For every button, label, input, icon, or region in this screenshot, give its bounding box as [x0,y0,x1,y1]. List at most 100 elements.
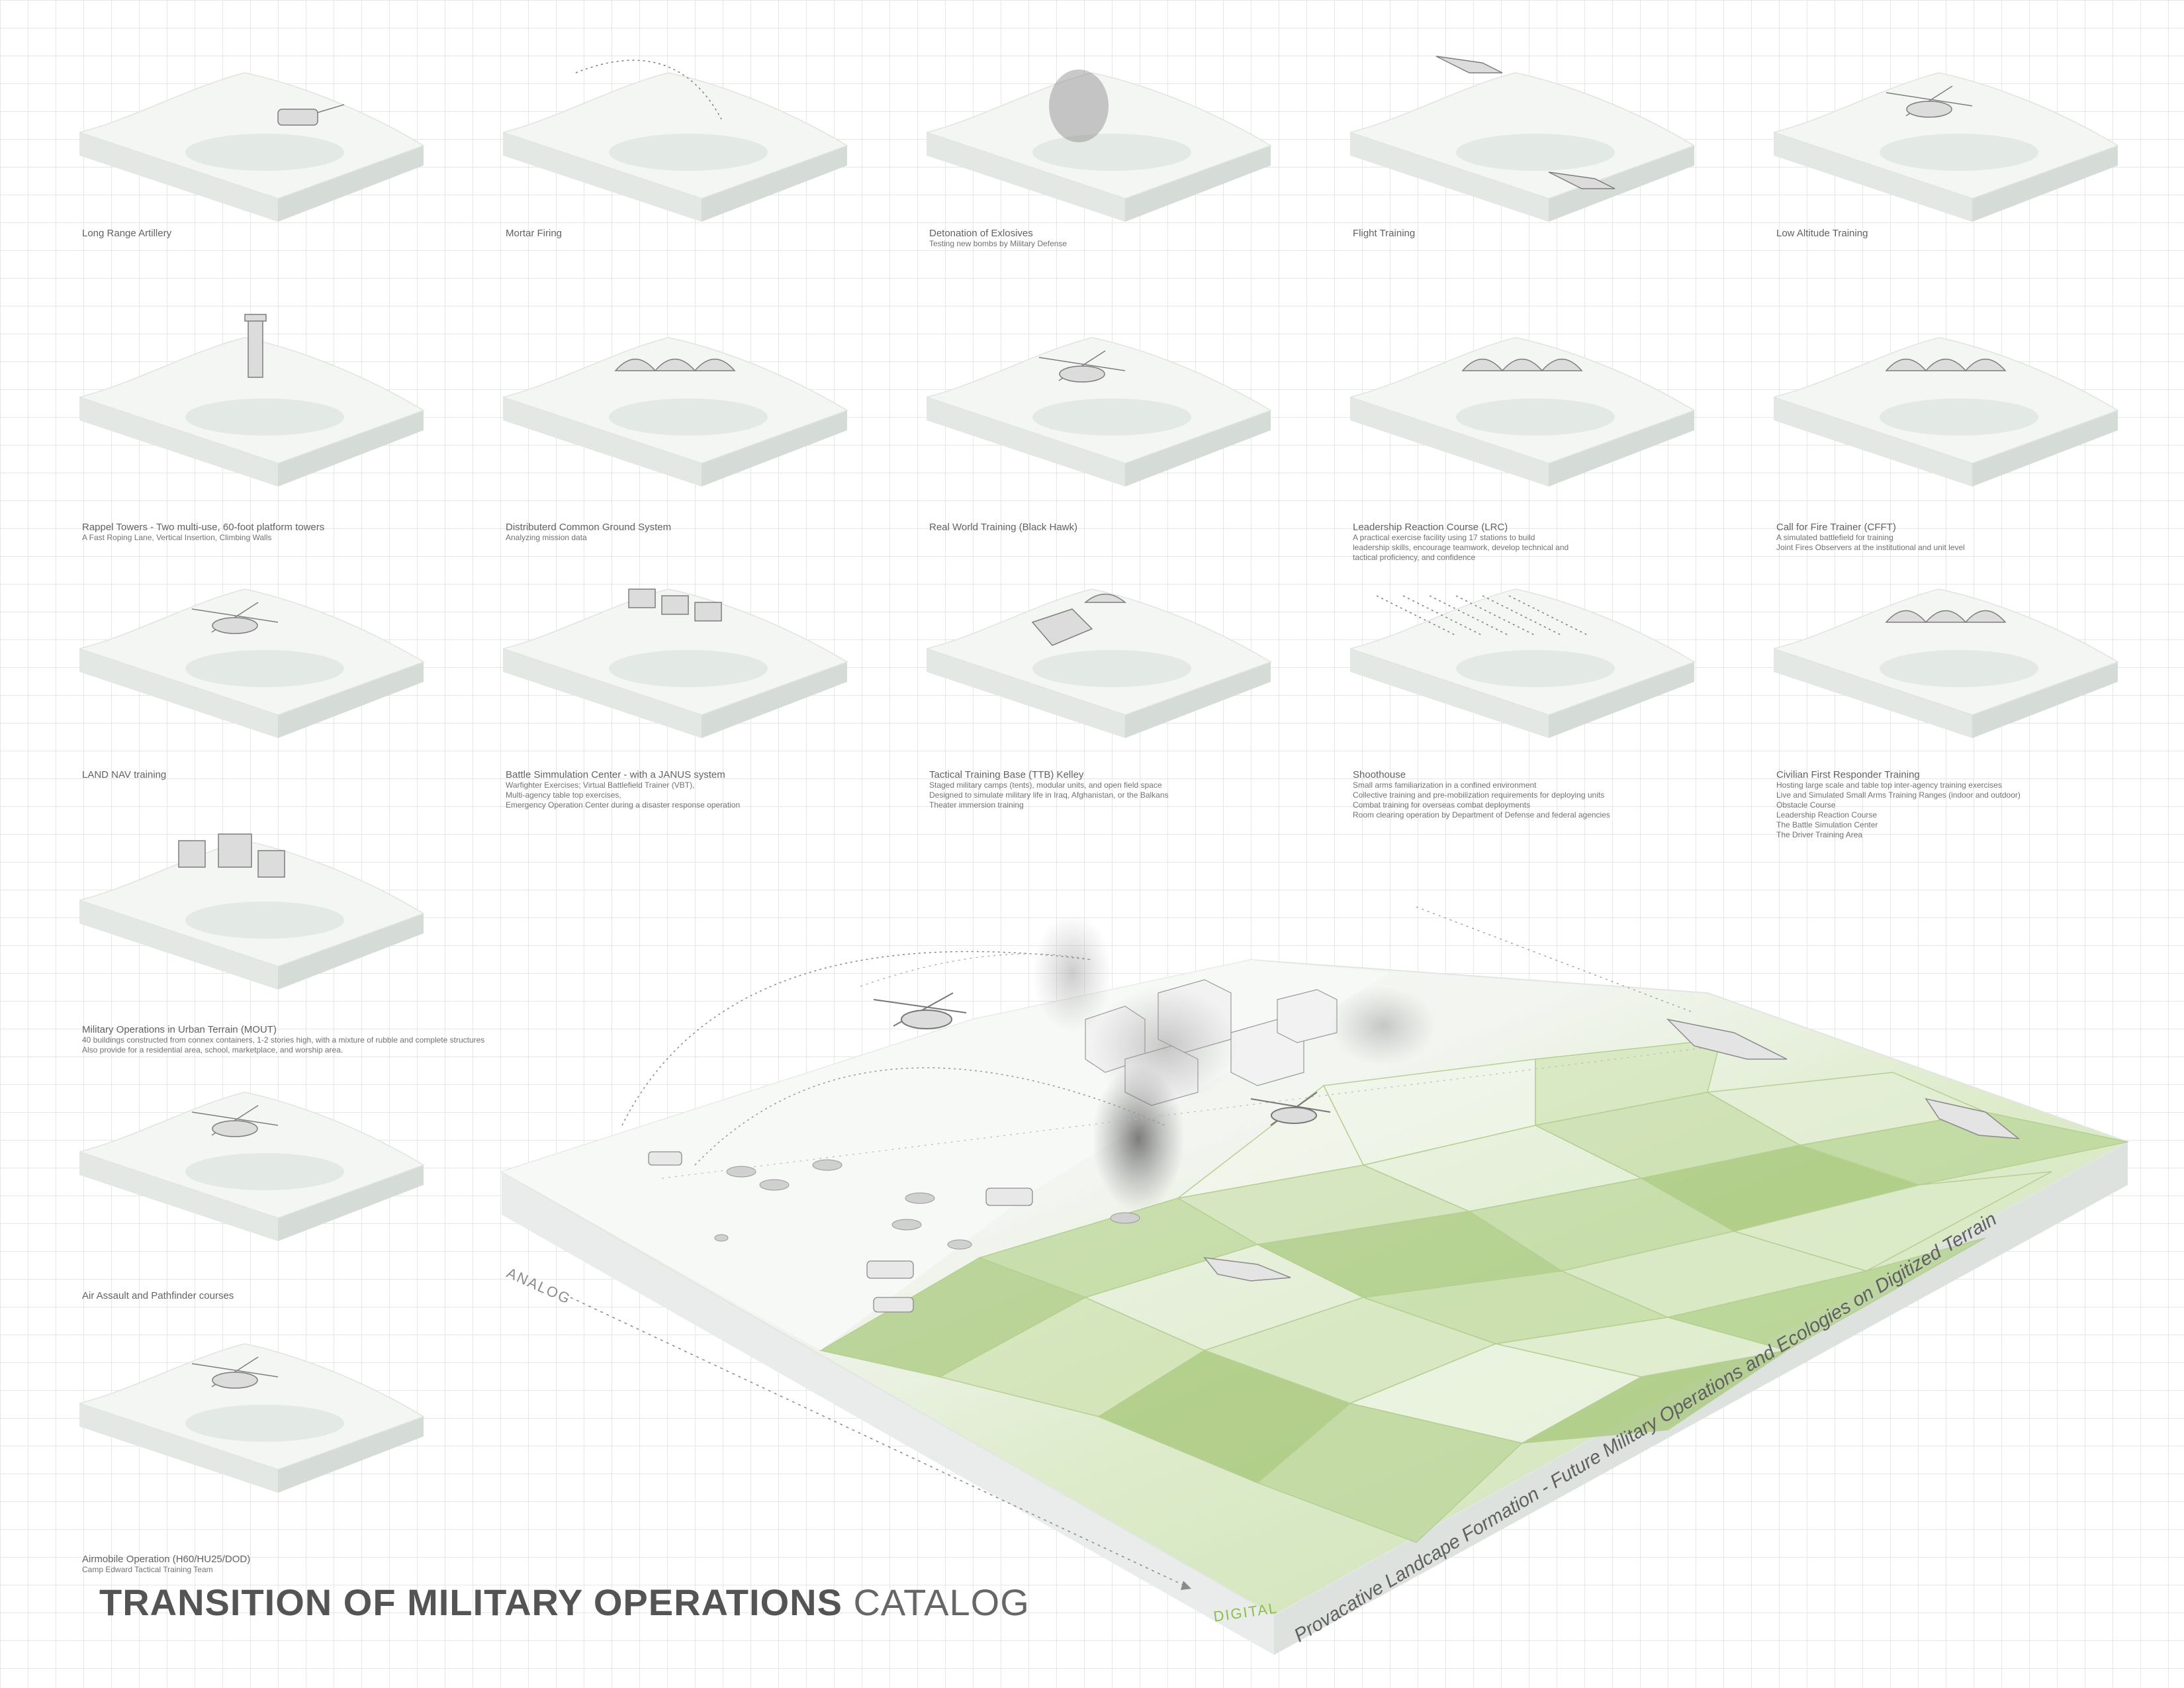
title-sub: CATALOG [853,1581,1030,1623]
catalog-panel [79,814,437,1092]
analog-digital-axis [570,1297,1192,1589]
helicopter-icon [191,602,279,634]
terrain-block-side [1774,132,1972,222]
terrain-block [79,72,425,222]
panel-caption-line: Multi-agency table top exercises, [506,790,621,800]
catalog-panel [79,1317,437,1595]
helicopter-icon [1038,350,1126,383]
panel-caption-line: Combat training for overseas combat depl… [1353,800,1531,810]
catalog-panel [79,46,437,324]
catalog-panel [503,563,860,841]
panel-caption-line: 40 buildings constructed from connex con… [82,1035,485,1045]
panel-caption-line: The Driver Training Area [1776,830,1863,839]
panel-caption-line: Joint Fires Observers at the institution… [1776,543,1965,552]
panel-caption-title: Military Operations in Urban Terrain (MO… [82,1024,277,1035]
terrain-block [1774,72,2119,222]
panel-caption: Rappel Towers - Two multi-use, 60-foot p… [82,522,324,543]
terrain-shade [1456,650,1615,687]
smoke-plume [1032,914,1112,1033]
page-title: TRANSITION OF MILITARY OPERATIONS CATALO… [99,1581,1030,1624]
terrain-block [503,588,848,738]
digital-facets [819,1039,2128,1543]
helicopter-icon [1886,85,1973,118]
shed-icon [628,588,722,622]
catalog-panel [927,46,1284,324]
panel-caption-line: leadership skills, encourage teamwork, d… [1353,543,1569,552]
terrain-block-front [278,1417,424,1493]
panel-caption-title: Flight Training [1353,228,1416,239]
panel-caption: Air Assault and Pathfinder courses [82,1291,234,1301]
terrain-shade [1880,134,2038,171]
terrain-shade [185,902,344,939]
terrain-block-side [1774,397,1972,487]
panel-caption: Real World Training (Black Hawk) [929,522,1077,533]
terrain-block-front [278,914,424,990]
panel-caption-line: A practical exercise facility using 17 s… [1353,533,1535,542]
panel-caption-title: Low Altitude Training [1776,228,1868,239]
terrain-block-side [503,397,702,487]
panel-caption: Battle Simmulation Center - with a JANUS… [506,770,740,810]
quonset-hut-icon [614,358,736,371]
building-icon [178,833,285,878]
terrain-block-front [1125,146,1271,222]
panel-caption-line: Hosting large scale and table top inter-… [1776,780,2002,790]
tent-icon [1031,593,1127,646]
panel-caption-title: Rappel Towers - Two multi-use, 60-foot p… [82,522,325,533]
quonset-hut-icon [1461,358,1583,371]
panel-caption: LAND NAV training [82,770,166,780]
terrain-block [927,70,1272,222]
catalog-panel [503,46,860,324]
catalog-panel [1350,563,1707,841]
catalog-panel [503,311,860,589]
terrain-block-front [1972,662,2118,738]
panel-caption-title: Shoothouse [1353,769,1406,780]
panel-caption: Low Altitude Training [1776,228,1868,239]
terrain-block-side [79,649,278,738]
terrain-block-side [1774,649,1972,738]
jet-icon [1435,56,1615,189]
terrain-block-side [927,649,1125,738]
terrain-block [1774,337,2119,487]
tank-icon [277,104,345,126]
terrain-block-side [79,397,278,487]
quonset-hut-icon [1885,358,2007,371]
terrain-block-front [1549,410,1694,487]
catalog-panel [1774,563,2131,841]
smoke-icon [1049,70,1109,142]
terrain-block [1350,337,1696,487]
terrain-shade [185,1405,344,1442]
panel-caption: Flight Training [1353,228,1415,239]
panel-caption-title: Detonation of Exlosives [929,228,1033,239]
terrain-block [1350,56,1696,222]
terrain-shade [185,399,344,436]
terrain-shade [1456,134,1615,171]
tank-icon [648,1151,1033,1313]
terrain-block-side [1350,132,1549,222]
terrain-block [79,314,425,487]
panel-caption-line: Small arms familiarization in a confined… [1353,780,1537,790]
panel-caption-line: Emergency Operation Center during a disa… [506,800,741,810]
terrain-block-side [1350,649,1549,738]
terrain-block [79,588,425,738]
terrain-block-side [927,397,1125,487]
helicopter-icon [873,992,967,1029]
smoke-plume [1092,986,1238,1105]
terrain-shade [185,1153,344,1190]
panel-caption-title: Real World Training (Black Hawk) [929,522,1077,533]
terrain-shade [1456,399,1615,436]
catalog-panel [927,311,1284,589]
terrain-block [503,337,848,487]
helicopter-icon [191,1105,279,1137]
terrain-shade [609,650,768,687]
terrain-shade [185,650,344,687]
panel-caption-title: Distributerd Common Ground System [506,522,672,533]
terrain-block-front [278,410,424,487]
terrain-block-front [278,662,424,738]
terrain-block-side [79,132,278,222]
